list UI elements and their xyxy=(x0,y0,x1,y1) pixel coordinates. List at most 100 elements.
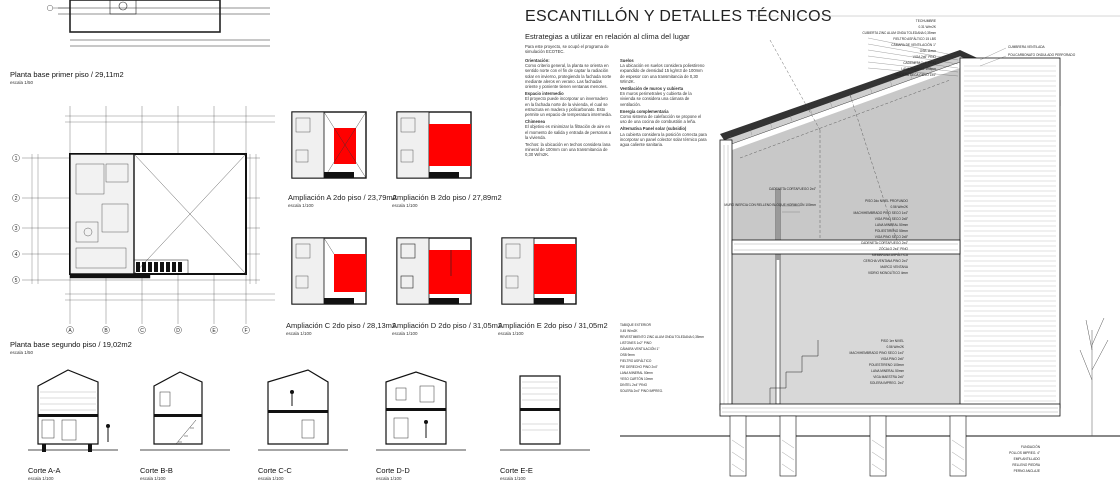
annotation-label: MADERA SECA CIELO 1x4" xyxy=(896,73,936,77)
section-text: La cubierta considera la posición correc… xyxy=(620,131,707,148)
section-text: Techos: la ubicación en techos considera… xyxy=(525,142,611,158)
annotation-label: FIELTRO ASFÁLTICO xyxy=(620,359,652,363)
corte-a-section xyxy=(28,369,118,452)
annotation-label: VIGA PINO SECO 2x8" xyxy=(875,235,908,239)
ampliacion-c-plan xyxy=(291,237,367,305)
annotation-label: VIGA MAESTRA 2x6" xyxy=(873,375,904,379)
ampliacion-e-scale: escala 1/100 xyxy=(498,331,524,336)
ampliacion-c-title: Ampliación C 2do piso / 28,13m2 xyxy=(286,321,397,330)
detail-intro: Para este proyecto, se ocupó el programa… xyxy=(525,44,609,55)
annotation-label: PISO 2do NIVEL PROFUNDO xyxy=(865,199,908,203)
annotation-label: FUNDACIÓN xyxy=(1021,444,1041,449)
first-floor-scale: escala 1/50 xyxy=(10,80,34,85)
corte-c-section xyxy=(258,369,348,451)
section-heading: Ventilación de muros y cubierta xyxy=(620,86,684,92)
first-floor-plan xyxy=(47,0,270,47)
annotation-label: MURO INERCIA CON RELLENO BLOQUE HORMIGÓN… xyxy=(724,202,816,207)
corte-d-scale: escala 1/100 xyxy=(376,476,402,481)
annotation-label: TECHUMBRE xyxy=(916,19,936,23)
annotation-label: LISTONES 1x2" PINO xyxy=(620,341,652,345)
ampliacion-b-title: Ampliación B 2do piso / 27,89m2 xyxy=(392,193,502,202)
annotation-label: POLICARBONATO ONDULADO PERFORADO xyxy=(1008,53,1076,57)
annotation-label: POLLOS IMPREG. 4" xyxy=(1009,451,1040,455)
axis-letter: D xyxy=(176,328,180,334)
annotation-label: CADENETA 2x4" PINO xyxy=(903,61,936,65)
axis-letter: C xyxy=(140,328,144,334)
annotation-label: ZÓCALO 2x4" PINO xyxy=(879,246,908,251)
annotation-label: VIDRIO MONOLÍTICO 4mm xyxy=(868,271,908,275)
annotation-label: MARCO VENTANA xyxy=(880,265,908,269)
corte-b-title: Corte B-B xyxy=(140,466,173,475)
corte-e-title: Corte E-E xyxy=(500,466,533,475)
annotation-label: CERCHA VENTANA PINO 2x4" xyxy=(863,259,908,263)
ampliacion-d-scale: escala 1/100 xyxy=(392,331,418,336)
annotation-label: VIGA PINO 2x6" xyxy=(881,357,904,361)
annotation-label: CADENETA CORTAFUEGO 2x4" xyxy=(769,187,816,191)
corte-a-title: Corte A-A xyxy=(28,466,61,475)
corte-d-section xyxy=(376,371,466,451)
ampliacion-e-title: Ampliación E 2do piso / 31,05m2 xyxy=(498,321,608,330)
annotation-label: 0.45 W/m2K xyxy=(620,329,638,333)
annotation-label: OSB 11mm xyxy=(920,49,937,53)
section-text: El proyecto puede incorporar un invernad… xyxy=(525,96,612,118)
axis-letter: A xyxy=(68,328,72,334)
axis-letter: F xyxy=(244,328,247,334)
annotation-label: YESO CARTÓN 10mm xyxy=(620,376,653,381)
annotation-label: SOLERA IMPREG. 2x4" xyxy=(870,381,904,385)
ampliacion-b-scale: escala 1/100 xyxy=(392,203,418,208)
annotation-label: LANA MINERAL 50mm xyxy=(620,371,653,375)
corte-b-scale: escala 1/100 xyxy=(140,476,166,481)
annotation-label: OSB 9mm xyxy=(620,353,635,357)
detail-subtitle: Estrategias a utilizar en relación al cl… xyxy=(525,32,690,41)
annotation-label: DINTEL 2x4" PINO xyxy=(620,383,648,387)
annotation-label: EMPLANTILLADO xyxy=(1014,457,1041,461)
section-text: La ubicación en suelos considera poliest… xyxy=(620,63,705,84)
second-floor-title: Planta base segundo piso / 19,02m2 xyxy=(10,340,132,349)
annotation-label: PISO 1er NIVEL xyxy=(881,339,904,343)
annotation-label: CUMBRERA VENTILADA xyxy=(1008,45,1046,49)
annotation-label: CUBIERTA ZINC ALUM ONDA TOLEDANA 0,35mm xyxy=(862,31,936,35)
annotation-label: LANA MINERAL 50mm xyxy=(875,223,908,227)
annotation-label: TABIQUE EXTERIOR xyxy=(620,323,652,327)
annotation-label: MACHIHEMBRADO PINO SECO 1x4" xyxy=(854,211,908,215)
corte-a-scale: escala 1/100 xyxy=(28,476,54,481)
ampliacion-e-plan xyxy=(501,237,577,305)
section-heading: Espacio intermedio xyxy=(525,91,564,97)
annotation-label: PIE DERECHO PINO 2x4" xyxy=(620,365,658,369)
annotation-label: PERNO ANCLAJE xyxy=(1014,469,1040,473)
ampliacion-d-title: Ampliación D 2do piso / 31,05m2 xyxy=(392,321,503,330)
annotation-label: SOLERA 2x4" PINO IMPREG. xyxy=(620,389,663,393)
annotation-label: POLIESTIRENO 50mm xyxy=(875,229,909,233)
axis-number: 3 xyxy=(15,226,18,232)
corte-c-title: Corte C-C xyxy=(258,466,292,475)
ampliacion-a-scale: escala 1/100 xyxy=(288,203,314,208)
section-heading: Alternativa Panel solar (subsidio) xyxy=(620,126,687,132)
corte-e-section xyxy=(500,375,590,451)
section-heading: Orientación: xyxy=(525,58,550,63)
section-text: Como criterio general, la planta se orie… xyxy=(525,63,612,90)
axis-number: 5 xyxy=(15,278,18,284)
ampliacion-c-scale: escala 1/100 xyxy=(286,331,312,336)
wall-section-detail: TECHUMBRE 0.31 W/m2K CUBIERTA ZINC ALUM ON… xyxy=(620,15,1120,477)
annotation-label: POLIESTIRENO 100mm xyxy=(869,363,904,367)
annotation-label: FIELTRO ASFÁLTICO 15 LBS xyxy=(893,37,936,41)
section-text: En muros perimetrales y cubierta de la v… xyxy=(620,91,692,107)
first-floor-title: Planta base primer piso / 29,11m2 xyxy=(10,70,124,79)
corte-e-scale: escala 1/100 xyxy=(500,476,526,481)
corte-c-scale: escala 1/100 xyxy=(258,476,284,481)
section-heading: Energía complementaria xyxy=(620,108,669,114)
axis-number: 4 xyxy=(15,252,18,258)
annotation-label: VIGA 2x6" PINO xyxy=(913,55,937,59)
text-column-1: Orientación:Como criterio general, la pl… xyxy=(525,56,613,158)
corte-b-section xyxy=(140,371,230,451)
ampliacion-a-title: Ampliación A 2do piso / 23,79m2 xyxy=(288,193,397,202)
annotation-label: LANA MINERAL 50mm xyxy=(871,369,904,373)
axis-number: 1 xyxy=(15,156,18,162)
annotation-label: 0.31 W/m2K xyxy=(918,25,936,29)
annotation-label: CÁMARA VENTILACIÓN 1" xyxy=(620,346,659,351)
annotation-label: RELLENO PIEDRA xyxy=(1012,463,1041,467)
ampliacion-d-plan xyxy=(396,237,472,305)
annotation-label: LANA MINERAL 100mm xyxy=(901,67,936,71)
ampliacion-b-plan xyxy=(396,111,472,179)
